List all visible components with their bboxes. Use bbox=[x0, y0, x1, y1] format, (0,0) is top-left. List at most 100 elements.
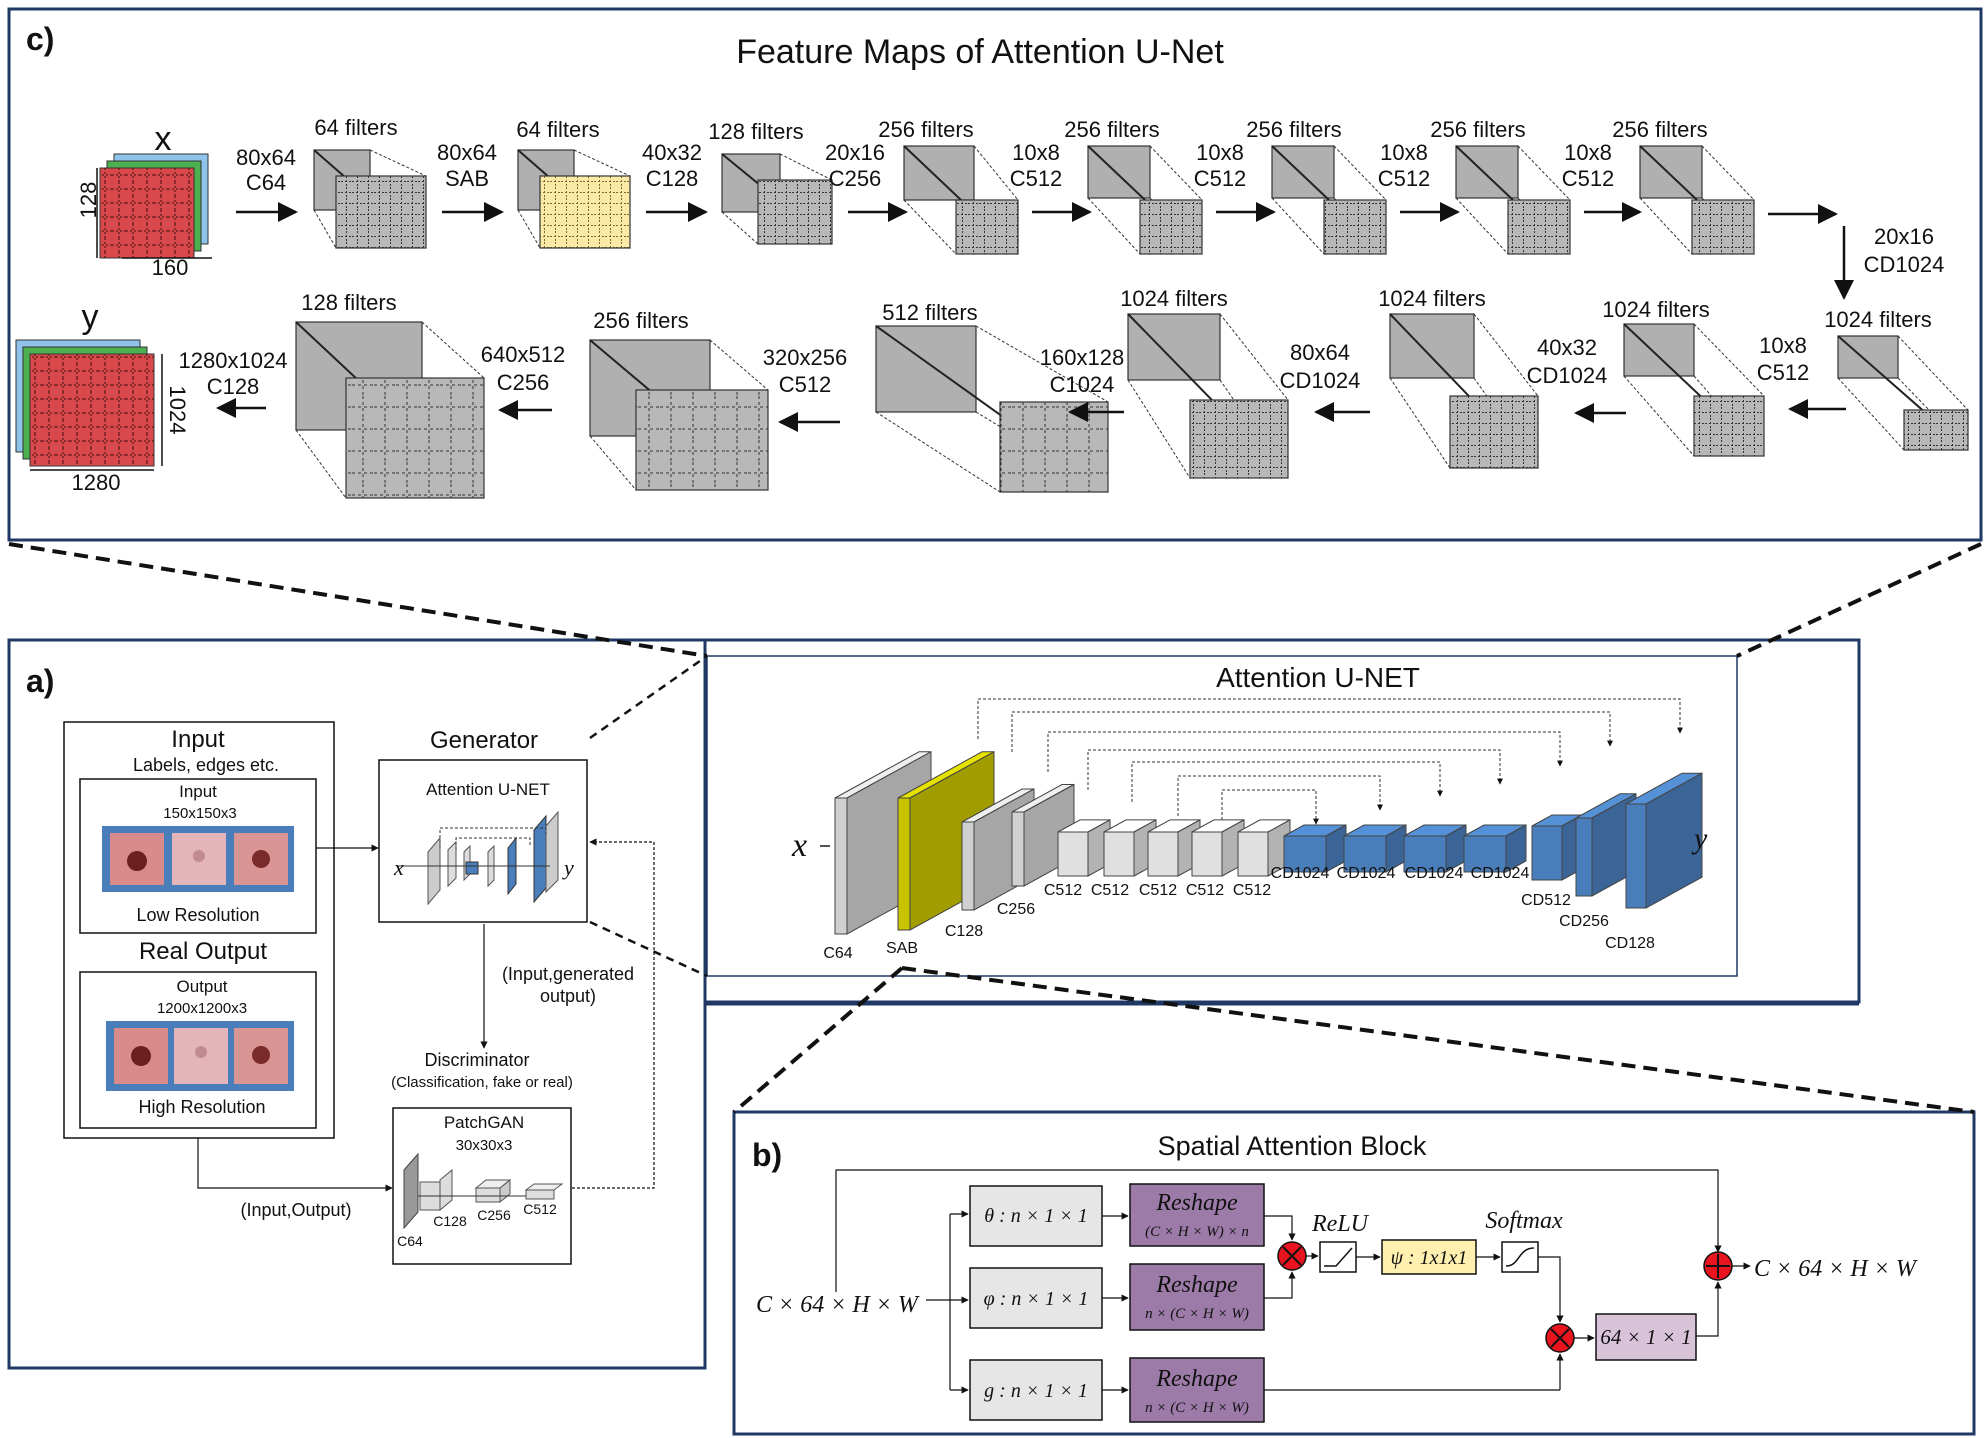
panel-b-frame bbox=[732, 1110, 1976, 1436]
patch-layer-2: C128 bbox=[433, 1213, 467, 1229]
unet-layer-6-label: C512 bbox=[1091, 882, 1129, 899]
bottom-block-1-label: 1024 filters bbox=[1824, 307, 1932, 332]
unet-layer-9-label: C512 bbox=[1233, 882, 1271, 899]
psi-label: ψ : 1x1x1 bbox=[1391, 1247, 1468, 1269]
skip-connection bbox=[1221, 789, 1319, 830]
svg-text:C256: C256 bbox=[497, 370, 550, 395]
top-op-7: 10x8 C512 bbox=[1378, 140, 1460, 222]
reshape-3-title: Reshape bbox=[1155, 1366, 1238, 1392]
svg-text:C512: C512 bbox=[1757, 360, 1810, 385]
svg-text:80x64: 80x64 bbox=[236, 145, 296, 170]
input-to-patchgan bbox=[197, 1138, 393, 1192]
top-op-5: 10x8 C512 bbox=[1010, 140, 1092, 222]
unet-layer-12-label: CD1024 bbox=[1405, 865, 1464, 882]
output-caption: High Resolution bbox=[138, 1097, 265, 1117]
svg-text:1280x1024: 1280x1024 bbox=[179, 348, 288, 373]
svg-text:C64: C64 bbox=[246, 170, 286, 195]
skip-connection bbox=[1047, 731, 1563, 772]
svg-text:C512: C512 bbox=[1378, 166, 1431, 191]
bottom-block-3-label: 1024 filters bbox=[1378, 286, 1486, 311]
unet-layer-8-label: C512 bbox=[1186, 882, 1224, 899]
sab-skip-line bbox=[835, 1169, 1722, 1292]
svg-text:C512: C512 bbox=[1194, 166, 1247, 191]
reshape-box-1 bbox=[1129, 1183, 1265, 1247]
skip-connection bbox=[1131, 761, 1443, 802]
svg-text:40x32: 40x32 bbox=[1537, 335, 1597, 360]
svg-text:640x512: 640x512 bbox=[481, 342, 565, 367]
top-block-6: 256 filters bbox=[1246, 117, 1387, 255]
top-block-6-label: 256 filters bbox=[1246, 117, 1341, 142]
gen-output-label-2: output) bbox=[540, 986, 596, 1006]
final-conv-label: 64 × 1 × 1 bbox=[1600, 1325, 1691, 1349]
top-op-2: 80x64 SAB bbox=[437, 140, 504, 222]
patchgan-size: 30x30x3 bbox=[456, 1137, 513, 1154]
bottom-op-6: 640x512 C256 bbox=[481, 342, 565, 420]
reshape-box-2 bbox=[1129, 1263, 1265, 1331]
gen-y-label: y bbox=[562, 855, 574, 880]
unet-x-label: x bbox=[791, 827, 807, 864]
output-box-size: 1200x1200x3 bbox=[157, 1000, 247, 1017]
panel-unet-frame bbox=[703, 638, 1861, 1004]
unet-layer-11: CD1024 bbox=[1337, 824, 1407, 882]
svg-text:320x256: 320x256 bbox=[763, 345, 847, 370]
panel-unet-inner-frame bbox=[706, 655, 1738, 977]
reshape2-to-mul bbox=[1264, 1271, 1296, 1299]
theta-label: θ : n × 1 × 1 bbox=[984, 1205, 1087, 1227]
top-op-6: 10x8 C512 bbox=[1194, 140, 1276, 222]
unet-layer-14-label: CD512 bbox=[1521, 892, 1571, 909]
output-h-label: 1024 bbox=[165, 386, 190, 435]
unet-layer-14: CD512 bbox=[1521, 814, 1583, 909]
gen-output-label-1: (Input,generated bbox=[502, 964, 634, 984]
unet-layer-15: CD256 bbox=[1559, 792, 1637, 930]
bottom-op-1: 10x8 C512 bbox=[1757, 333, 1846, 419]
softmax-icon bbox=[1501, 1241, 1539, 1273]
zoom-connector bbox=[732, 966, 904, 1114]
bottom-op-5: 320x256 C512 bbox=[763, 345, 847, 432]
input-group-sub: Labels, edges etc. bbox=[133, 755, 279, 775]
svg-text:C128: C128 bbox=[207, 374, 260, 399]
bottom-op-7: 1280x1024 C128 bbox=[179, 348, 288, 418]
down-op: 20x16 CD1024 bbox=[1834, 224, 1944, 300]
unet-layer-16-label: CD128 bbox=[1605, 935, 1655, 952]
reshape-3-sub: n × (C × H × W) bbox=[1145, 1400, 1249, 1416]
top-block-3: 128 filters bbox=[708, 119, 833, 245]
input-group-title: Input bbox=[171, 726, 225, 753]
bottom-block-2: 1024 filters bbox=[1602, 297, 1765, 457]
softmax-label: Softmax bbox=[1485, 1208, 1563, 1234]
g-label: g : n × 1 × 1 bbox=[984, 1380, 1088, 1402]
bottom-block-2-label: 1024 filters bbox=[1602, 297, 1710, 322]
output-y-label: y bbox=[82, 298, 99, 336]
top-block-4: 256 filters bbox=[878, 117, 1019, 255]
output-box-title: Output bbox=[176, 977, 227, 996]
top-block-5: 256 filters bbox=[1064, 117, 1203, 255]
svg-text:C512: C512 bbox=[779, 372, 832, 397]
top-block-1-label: 64 filters bbox=[314, 115, 397, 140]
top-op-8: 10x8 C512 bbox=[1562, 140, 1642, 222]
top-block-4-label: 256 filters bbox=[878, 117, 973, 142]
svg-text:C512: C512 bbox=[1010, 166, 1063, 191]
zoom-connector bbox=[1736, 542, 1982, 658]
panel-b-title: Spatial Attention Block bbox=[1158, 1131, 1427, 1161]
multiply-icon bbox=[1545, 1323, 1575, 1353]
bottom-block-3: 1024 filters bbox=[1378, 286, 1539, 469]
top-block-8-label: 256 filters bbox=[1612, 117, 1707, 142]
generator-inner-title: Attention U-NET bbox=[426, 780, 550, 799]
generator-box bbox=[378, 759, 588, 923]
add-icon bbox=[1703, 1251, 1733, 1281]
panel-a-label: a) bbox=[26, 663, 54, 699]
svg-text:C1024: C1024 bbox=[1050, 372, 1115, 397]
patchgan-feedback bbox=[572, 838, 655, 1189]
skip-connection bbox=[1177, 775, 1383, 816]
input-box-title: Input bbox=[179, 782, 217, 801]
unet-layer-13: CD1024 bbox=[1463, 824, 1529, 882]
relu-icon bbox=[1319, 1241, 1357, 1273]
patch-layer-3: C256 bbox=[477, 1207, 511, 1223]
skip-connection bbox=[1011, 711, 1613, 752]
unet-layer-11-label: CD1024 bbox=[1337, 865, 1396, 882]
svg-text:10x8: 10x8 bbox=[1759, 333, 1807, 358]
svg-text:20x16: 20x16 bbox=[825, 140, 885, 165]
svg-text:C512: C512 bbox=[1562, 166, 1615, 191]
bottom-block-4: 1024 filters bbox=[1120, 286, 1289, 479]
patch-layer-1: C64 bbox=[397, 1233, 423, 1249]
panel-b-outer-frame bbox=[703, 1002, 1859, 1368]
